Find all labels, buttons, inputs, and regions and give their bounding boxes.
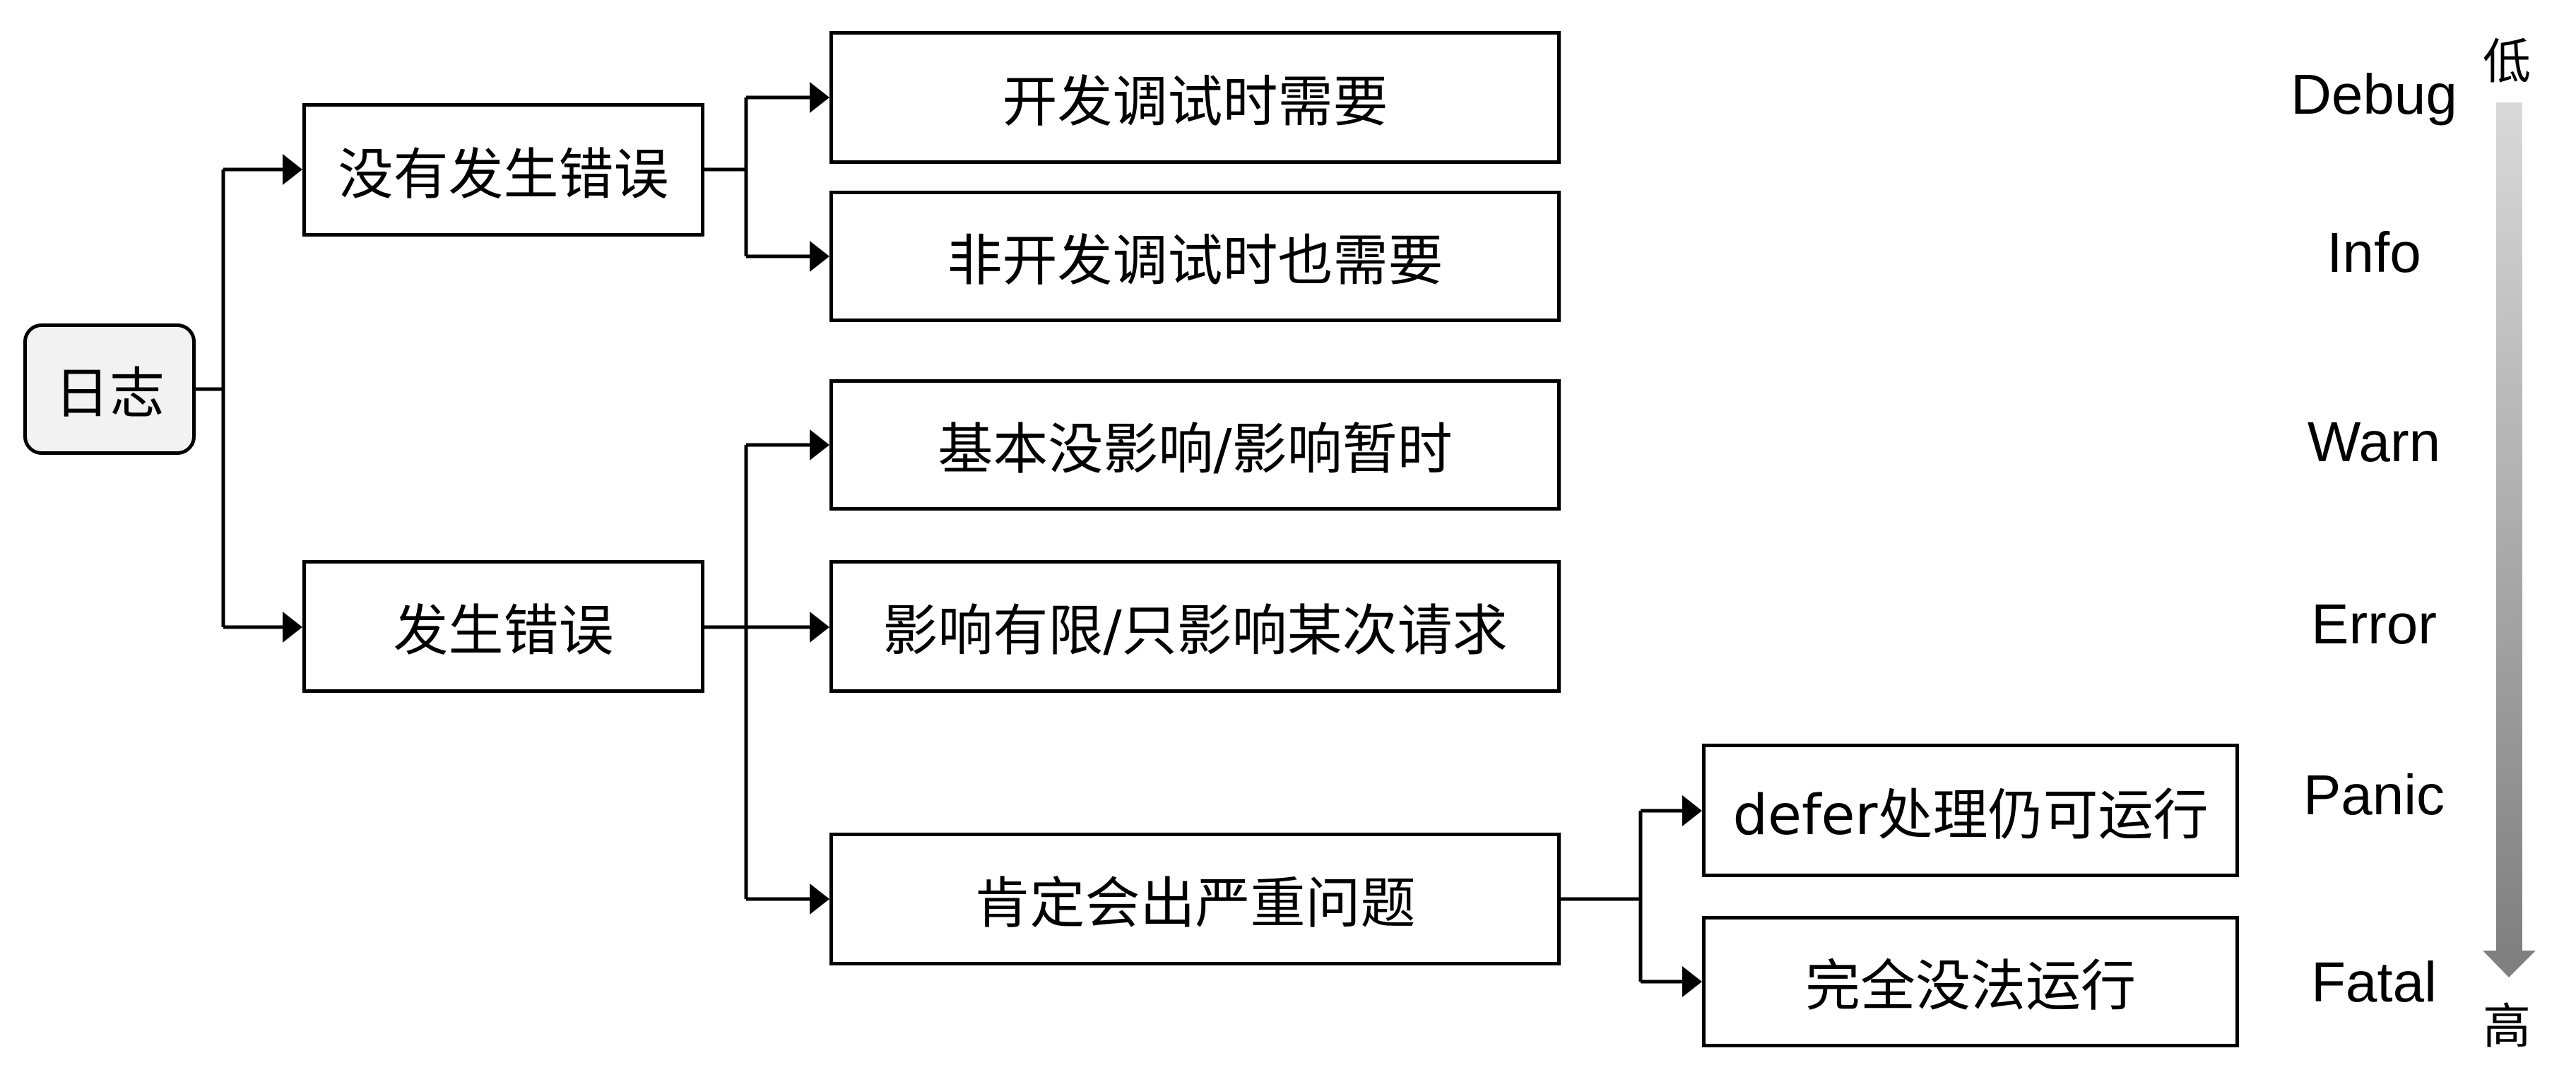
node-label: 肯定会出严重问题 (974, 872, 1416, 936)
node-error: 发生错误 (302, 560, 704, 693)
level-error: Error (2311, 593, 2437, 655)
node-non-dev: 非开发调试时也需要 (829, 191, 1561, 322)
level-warn: Warn (2307, 410, 2441, 473)
node-label: 发生错误 (393, 600, 614, 663)
node-severe: 肯定会出严重问题 (829, 833, 1561, 965)
root-node: 日志 (23, 323, 196, 455)
node-label: 开发调试时需要 (1002, 71, 1388, 134)
arrowhead (810, 241, 829, 272)
node-label: 影响有限/只影响某次请求 (882, 600, 1508, 663)
scale-high-label: 高 (2483, 999, 2531, 1055)
root-label: 日志 (54, 362, 165, 426)
connector-no-error (704, 95, 824, 258)
node-label: defer处理仍可运行 (1732, 783, 2209, 847)
scale-low-label: 低 (2483, 35, 2531, 90)
node-no-impact: 基本没影响/影响暂时 (829, 379, 1561, 511)
severity-arrowhead (2483, 951, 2536, 977)
node-label: 非开发调试时也需要 (947, 230, 1443, 293)
node-dev-debug: 开发调试时需要 (829, 31, 1561, 164)
arrowhead (283, 154, 302, 185)
node-cannot-run: 完全没法运行 (1702, 916, 2239, 1047)
connector-root (196, 167, 297, 629)
level-fatal: Fatal (2311, 951, 2437, 1013)
level-info: Info (2327, 221, 2421, 284)
node-no-error: 没有发生错误 (302, 103, 704, 237)
node-limited-impact: 影响有限/只影响某次请求 (829, 560, 1561, 693)
arrowhead (1682, 795, 1702, 826)
arrowhead (810, 82, 829, 113)
arrowhead (810, 429, 829, 460)
arrowhead (283, 612, 302, 643)
node-label: 完全没法运行 (1804, 955, 2136, 1018)
arrowhead (810, 612, 829, 643)
connector-error (704, 443, 824, 901)
arrowhead (810, 883, 829, 915)
connector-severe (1561, 809, 1696, 984)
level-panic: Panic (2303, 763, 2445, 826)
severity-scale-bar (2496, 102, 2522, 952)
node-label: 没有发生错误 (338, 143, 669, 207)
level-debug: Debug (2291, 63, 2457, 126)
node-label: 基本没影响/影响暂时 (938, 418, 1453, 482)
node-defer-recover: defer处理仍可运行 (1702, 744, 2239, 877)
arrowhead (1682, 966, 1702, 997)
